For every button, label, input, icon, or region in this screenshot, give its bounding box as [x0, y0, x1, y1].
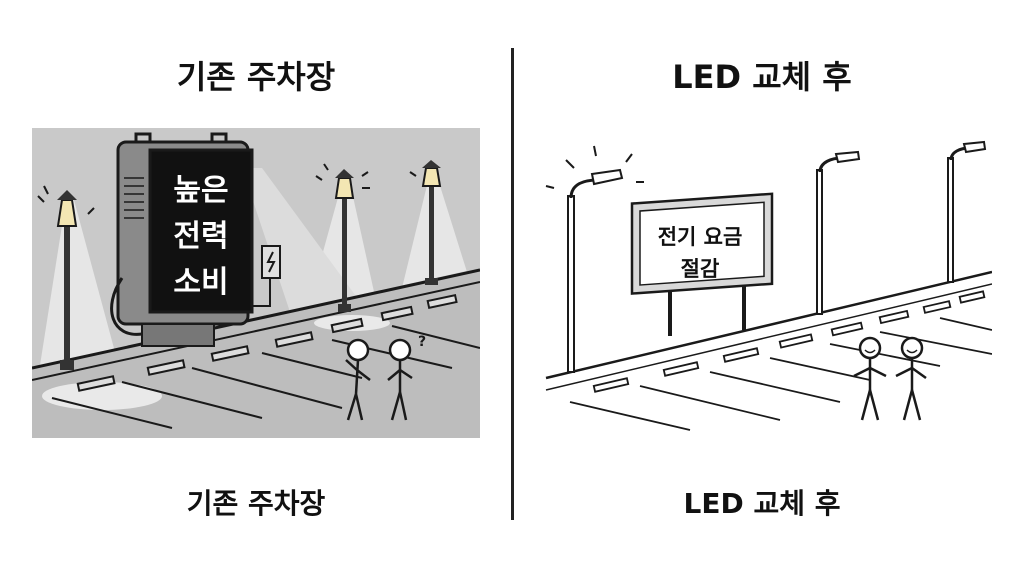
question-mark-icon: ? — [418, 334, 426, 350]
right-panel-caption: LED 교체 후 — [683, 487, 841, 520]
right-scene-background — [540, 140, 992, 440]
light-cone — [38, 200, 122, 378]
flicker-marks — [37, 163, 417, 215]
led-street-lamp — [816, 150, 861, 315]
parking-stripes — [569, 317, 992, 431]
curb-line — [545, 283, 992, 391]
left-panel-caption: 기존 주차장 — [186, 487, 326, 520]
right-panel-title: LED 교체 후 — [672, 58, 852, 96]
sign-board — [148, 148, 254, 314]
wheel-stops — [592, 290, 986, 393]
worried-person — [387, 338, 413, 421]
light-cone — [242, 168, 372, 318]
sign-line: 소비 — [173, 265, 228, 300]
sign-line: 높은 — [173, 173, 228, 208]
curb-line — [32, 268, 480, 370]
curb-line — [32, 281, 480, 381]
high-power-sign: 높은 전력 소비 — [148, 148, 254, 314]
old-parking-lot-illustration: 높은 전력 소비 ? — [32, 128, 480, 438]
glow-marks — [545, 145, 644, 189]
sign-line: 전기 요금 — [658, 225, 743, 249]
led-parking-lot-illustration: 전기 요금 절감 — [540, 140, 992, 440]
light-cone — [402, 173, 472, 288]
street-lamp — [421, 160, 442, 285]
left-panel-title: 기존 주차장 — [176, 58, 336, 96]
led-street-lamp — [947, 140, 987, 283]
sign-line: 전력 — [173, 219, 228, 254]
wheel-stops — [76, 293, 458, 392]
worried-person — [345, 338, 371, 421]
happy-person — [895, 336, 927, 421]
led-street-lamp — [567, 168, 624, 373]
electricity-savings-sign: 전기 요금 절감 — [630, 192, 774, 336]
panel-divider — [511, 48, 514, 520]
curb-line — [545, 270, 992, 380]
lightning-icon — [266, 251, 276, 273]
street-lamp — [334, 169, 355, 312]
street-lamp — [56, 190, 78, 370]
happy-person — [853, 336, 887, 421]
sign-line: 절감 — [681, 257, 720, 281]
